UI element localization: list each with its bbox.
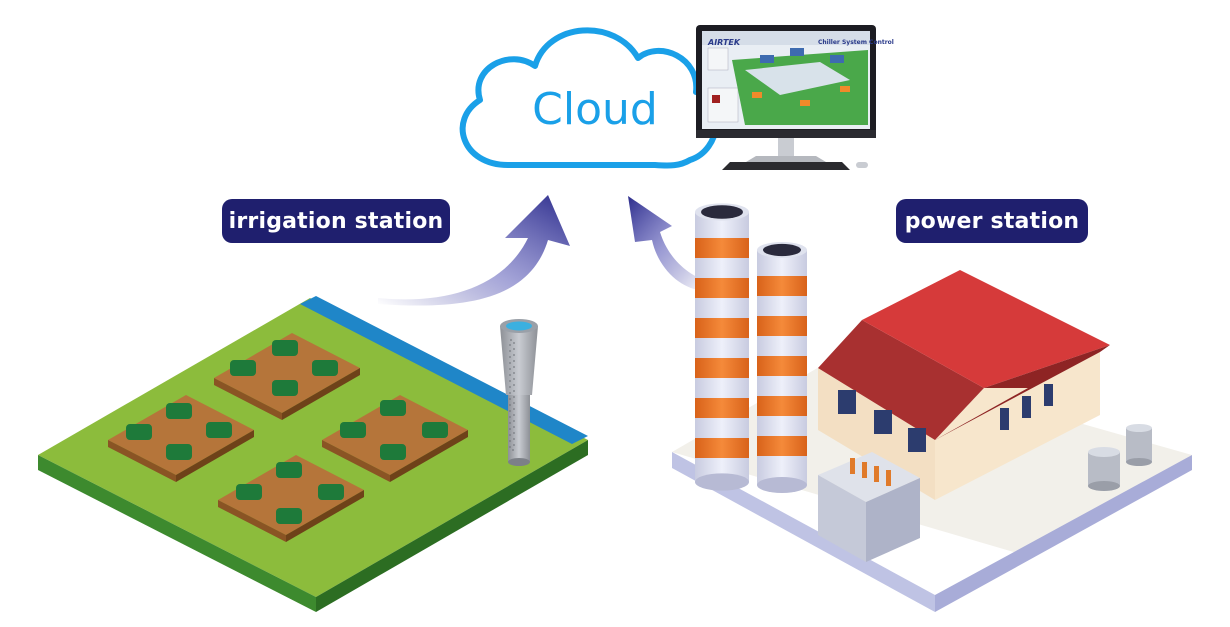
monitor-icon <box>696 25 876 170</box>
tank <box>1088 424 1152 491</box>
arrow-up-icon <box>628 196 710 290</box>
power-station-label: power station <box>896 199 1088 243</box>
cloud-icon <box>459 27 720 169</box>
arrow-up-icon <box>378 195 570 306</box>
monitor-system-title: Chiller System Control <box>818 39 894 46</box>
power-station <box>672 203 1192 612</box>
chimneys <box>695 203 807 493</box>
crop-plot <box>218 455 364 542</box>
building <box>818 270 1110 500</box>
chimney <box>695 203 749 491</box>
irrigation-field <box>38 296 588 612</box>
crop-plot <box>108 395 254 482</box>
water-tower <box>500 319 538 466</box>
irrigation-station-label: irrigation station <box>222 199 450 243</box>
chimney <box>757 242 807 493</box>
transformer <box>818 452 920 562</box>
crop-plot <box>322 395 468 482</box>
crop-plot <box>214 333 360 420</box>
monitor-brand: AIRTEK <box>708 38 741 47</box>
cloud-label: Cloud <box>532 84 658 135</box>
